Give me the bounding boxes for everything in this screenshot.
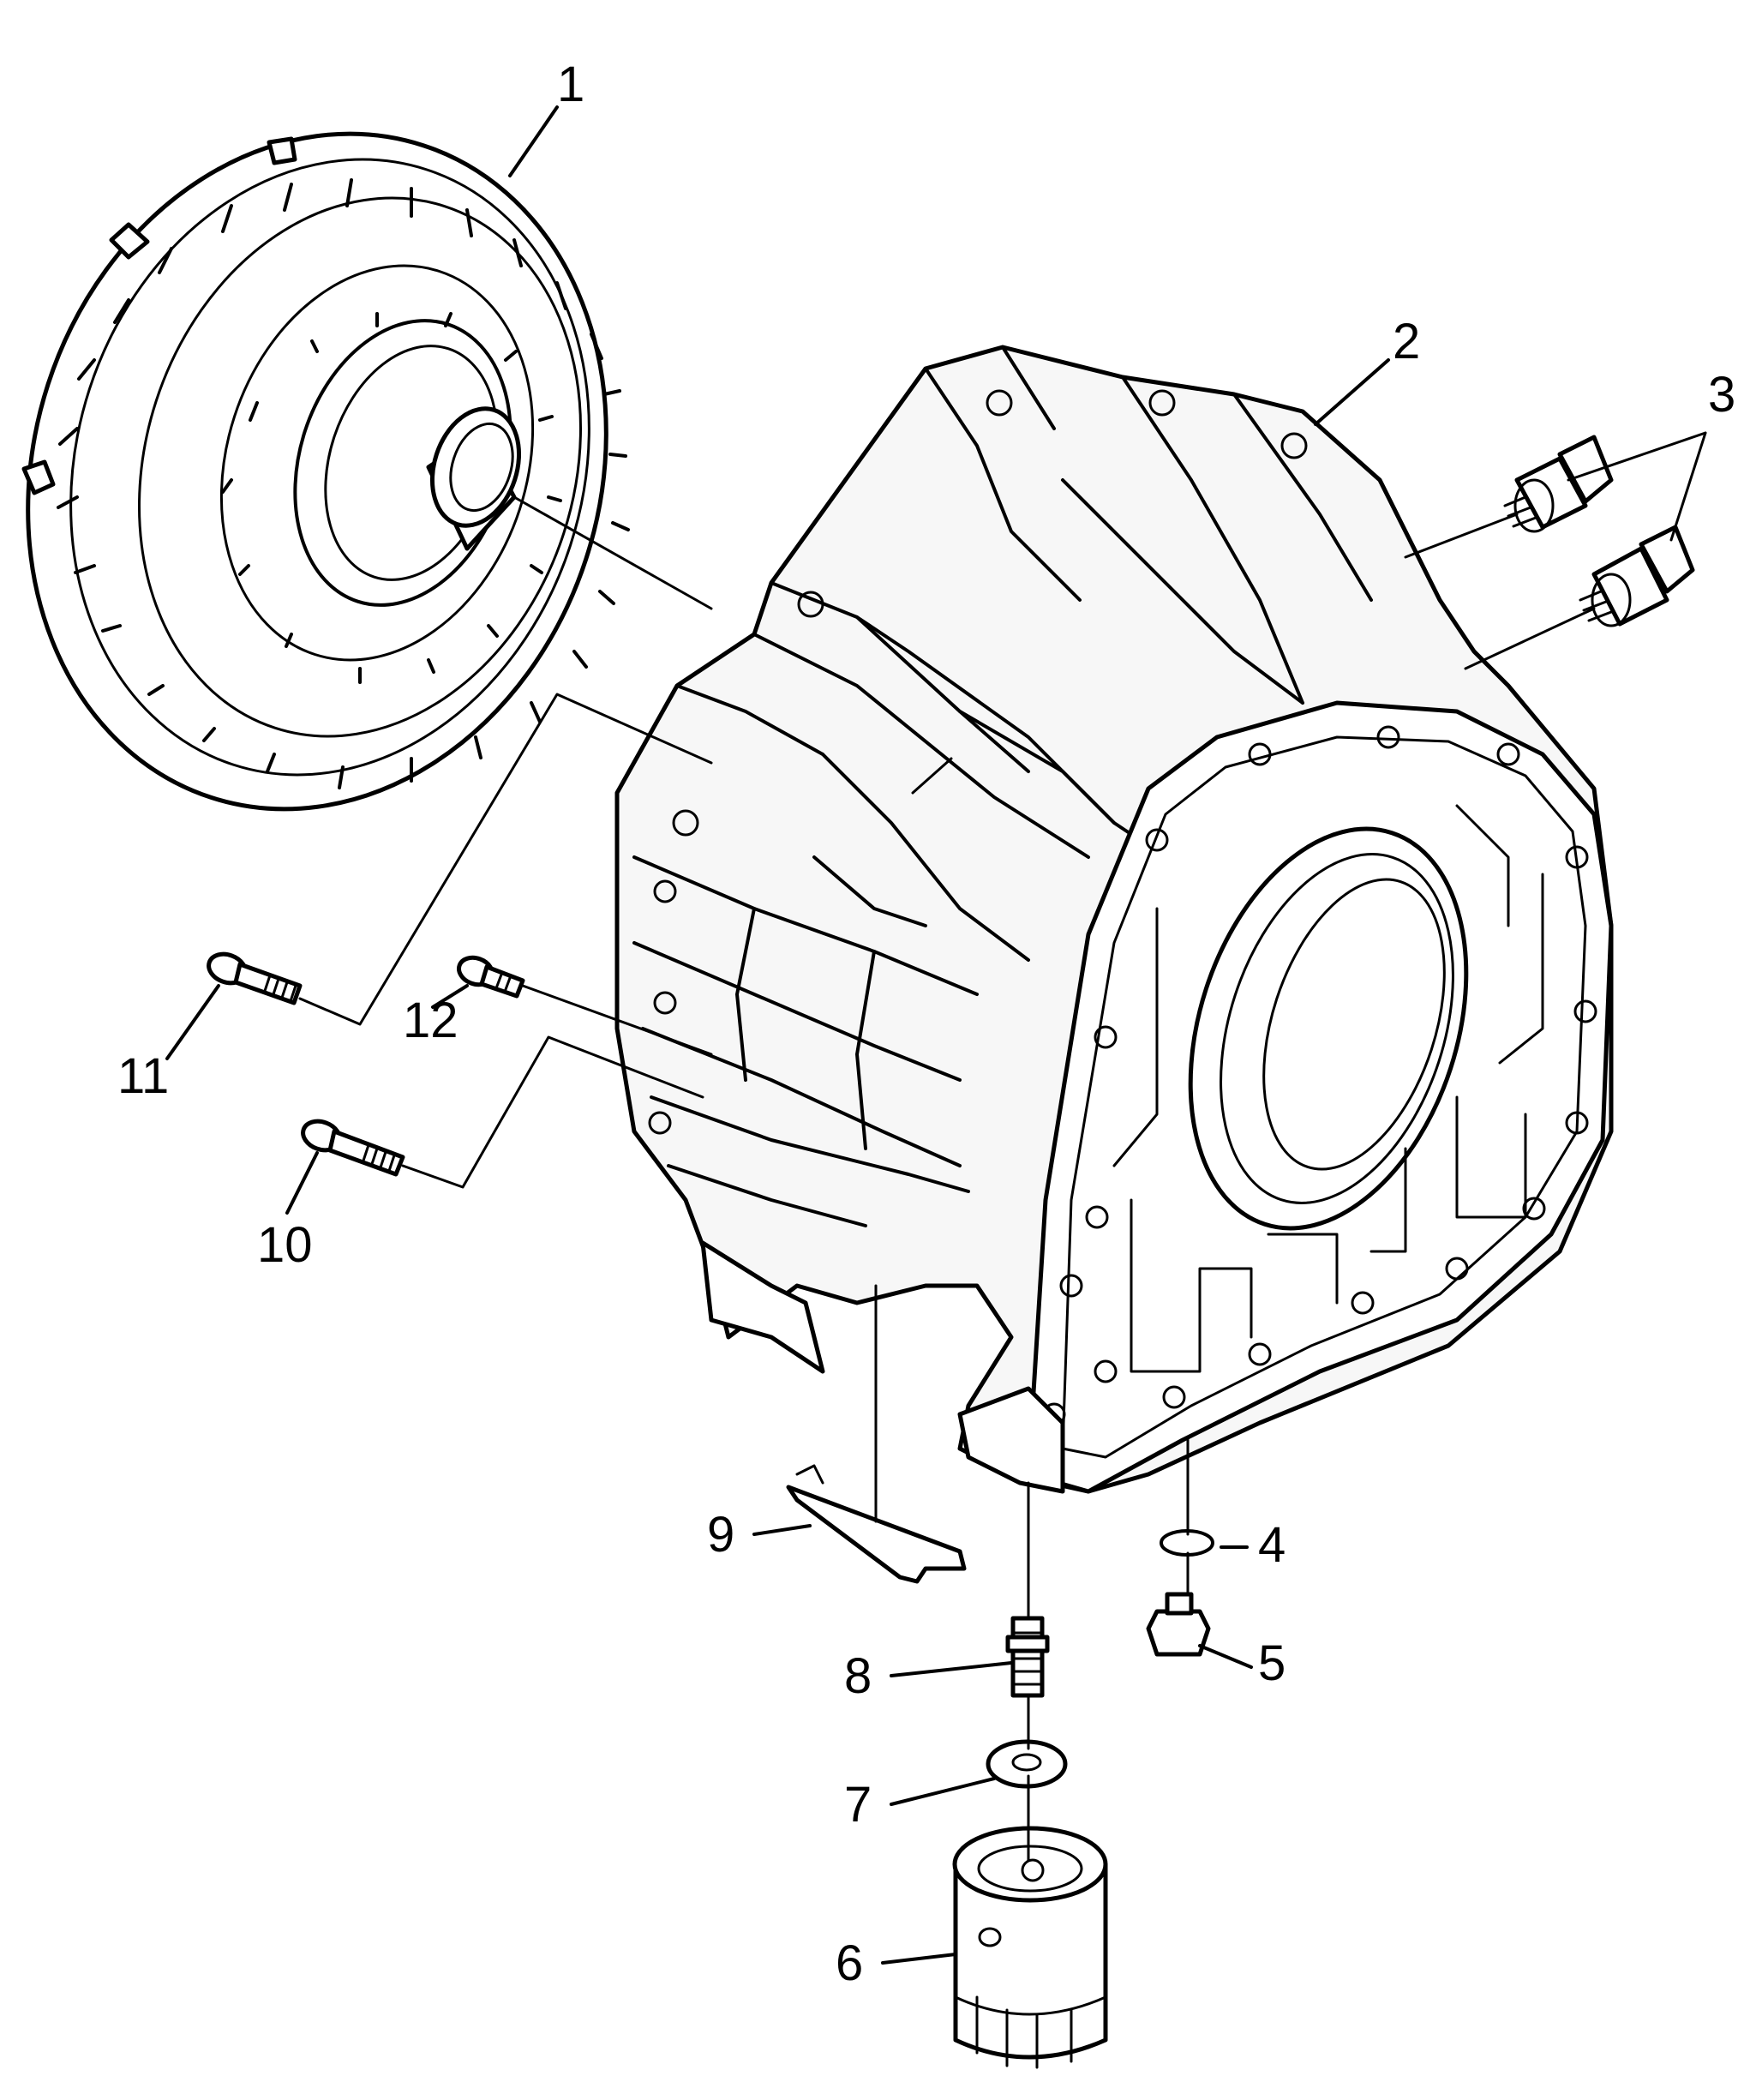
callout-labels: 1 2 3 4 5 6 7 8 9 10 11 12	[117, 57, 1735, 1991]
bolt-long-lower	[301, 1119, 405, 1177]
filter-fitting	[1005, 1616, 1050, 1698]
callout-10: 10	[257, 1217, 313, 1273]
washer	[986, 1739, 1068, 1789]
callout-2: 2	[1393, 314, 1420, 369]
callout-1: 1	[557, 57, 584, 112]
callout-3: 3	[1708, 367, 1735, 423]
torque-converter	[21, 131, 630, 812]
callout-6: 6	[836, 1935, 863, 1991]
assembly-lines	[298, 431, 1707, 1862]
sensor-switch-lower	[1579, 525, 1695, 627]
bolt-short	[457, 955, 525, 999]
callout-4: 4	[1258, 1517, 1286, 1573]
callout-5: 5	[1258, 1635, 1286, 1691]
callout-9: 9	[707, 1507, 734, 1563]
sensor-switch-upper	[1503, 435, 1614, 533]
callout-12: 12	[403, 993, 458, 1048]
oil-filter	[952, 1826, 1108, 2069]
transmission-case	[614, 345, 1614, 1494]
callout-7: 7	[844, 1777, 872, 1833]
callout-11: 11	[117, 1048, 169, 1104]
callout-leaders	[165, 105, 1390, 1965]
drain-plug	[1146, 1592, 1211, 1657]
bolt-long-upper	[207, 951, 303, 1005]
callout-8: 8	[844, 1648, 872, 1704]
heat-shield-plate	[786, 1464, 967, 1584]
